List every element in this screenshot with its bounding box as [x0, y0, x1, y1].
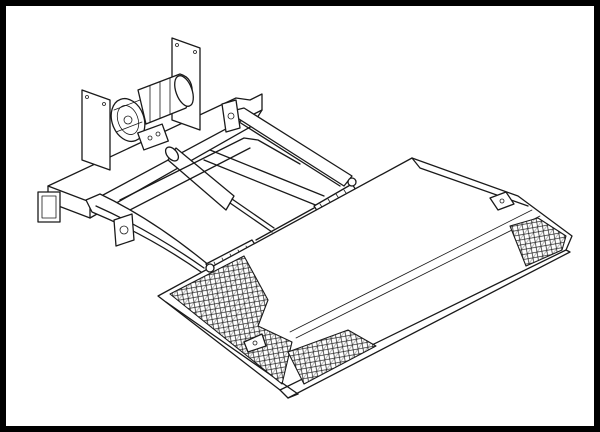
platform-latch	[489, 191, 515, 211]
platform-deck	[157, 157, 573, 399]
tread-plate-left	[169, 255, 293, 385]
lower-mount-plate	[81, 89, 111, 171]
left-lift-arm	[85, 193, 211, 275]
platform-hinge	[205, 177, 357, 273]
lower-latch	[243, 333, 267, 353]
tread-plate-right	[509, 217, 567, 267]
tube-end-square	[37, 191, 61, 223]
valve-block	[137, 123, 169, 151]
right-lift-arm	[221, 99, 353, 187]
tread-plate-lower	[287, 329, 377, 385]
cylinder-rod	[229, 202, 273, 233]
hydraulic-motor	[110, 73, 194, 151]
hydraulic-cylinder	[164, 146, 275, 233]
parallel-arms	[119, 137, 325, 213]
